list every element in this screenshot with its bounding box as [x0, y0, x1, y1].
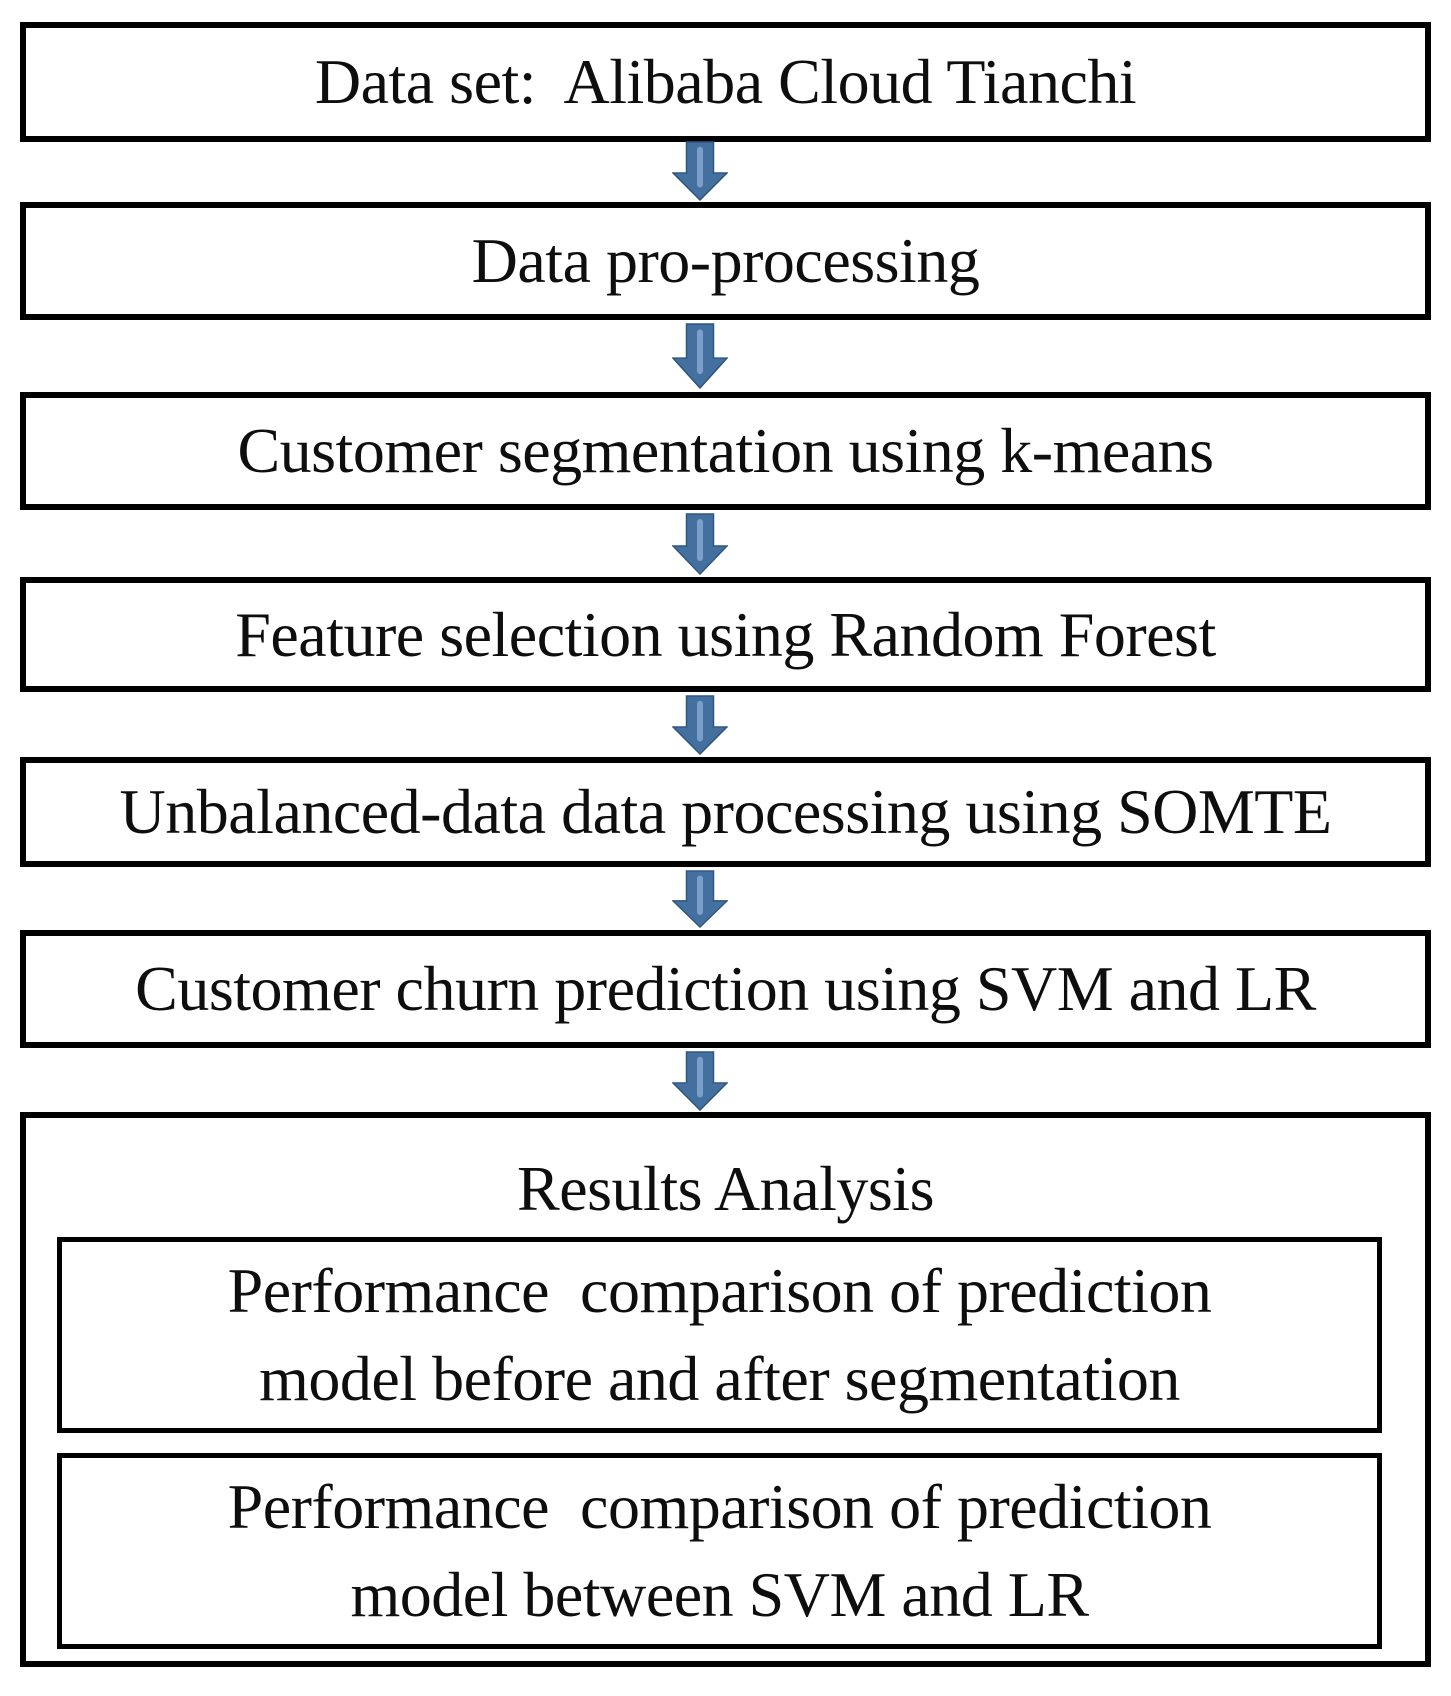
flow-step-dataset: Data set: Alibaba Cloud Tianchi	[20, 22, 1431, 142]
down-arrow-icon	[672, 870, 728, 928]
down-arrow-icon	[672, 323, 728, 389]
results-sub-box-segmentation-comparison: Performance comparison of prediction mod…	[57, 1237, 1382, 1433]
flow-step-feature-selection-label: Feature selection using Random Forest	[235, 598, 1216, 670]
down-arrow-icon	[672, 141, 728, 201]
flow-step-churn-prediction: Customer churn prediction using SVM and …	[20, 930, 1431, 1048]
flow-step-unbalanced-data: Unbalanced-data data processing using SO…	[20, 757, 1431, 867]
flow-step-feature-selection: Feature selection using Random Forest	[20, 577, 1431, 692]
down-arrow-icon	[672, 1051, 728, 1111]
flow-step-unbalanced-data-label: Unbalanced-data data processing using SO…	[119, 776, 1332, 847]
flow-step-preprocessing-label: Data pro-processing	[471, 225, 980, 296]
flow-step-dataset-label: Data set: Alibaba Cloud Tianchi	[314, 46, 1137, 117]
results-sub-box-line: Performance comparison of prediction	[227, 1255, 1212, 1326]
down-arrow-icon	[672, 513, 728, 575]
flow-step-segmentation-label: Customer segmentation using k-means	[237, 415, 1214, 486]
down-arrow-icon	[672, 695, 728, 755]
flow-step-segmentation: Customer segmentation using k-means	[20, 392, 1431, 510]
results-sub-box-model-comparison: Performance comparison of prediction mod…	[57, 1453, 1382, 1649]
results-analysis-title: Results Analysis	[517, 1153, 934, 1224]
results-sub-box-line: model between SVM and LR	[350, 1559, 1089, 1630]
results-sub-box-line: Performance comparison of prediction	[227, 1471, 1212, 1542]
flow-step-preprocessing: Data pro-processing	[20, 202, 1431, 320]
results-sub-box-line: model before and after segmentation	[259, 1343, 1180, 1414]
flow-step-churn-prediction-label: Customer churn prediction using SVM and …	[135, 953, 1316, 1024]
